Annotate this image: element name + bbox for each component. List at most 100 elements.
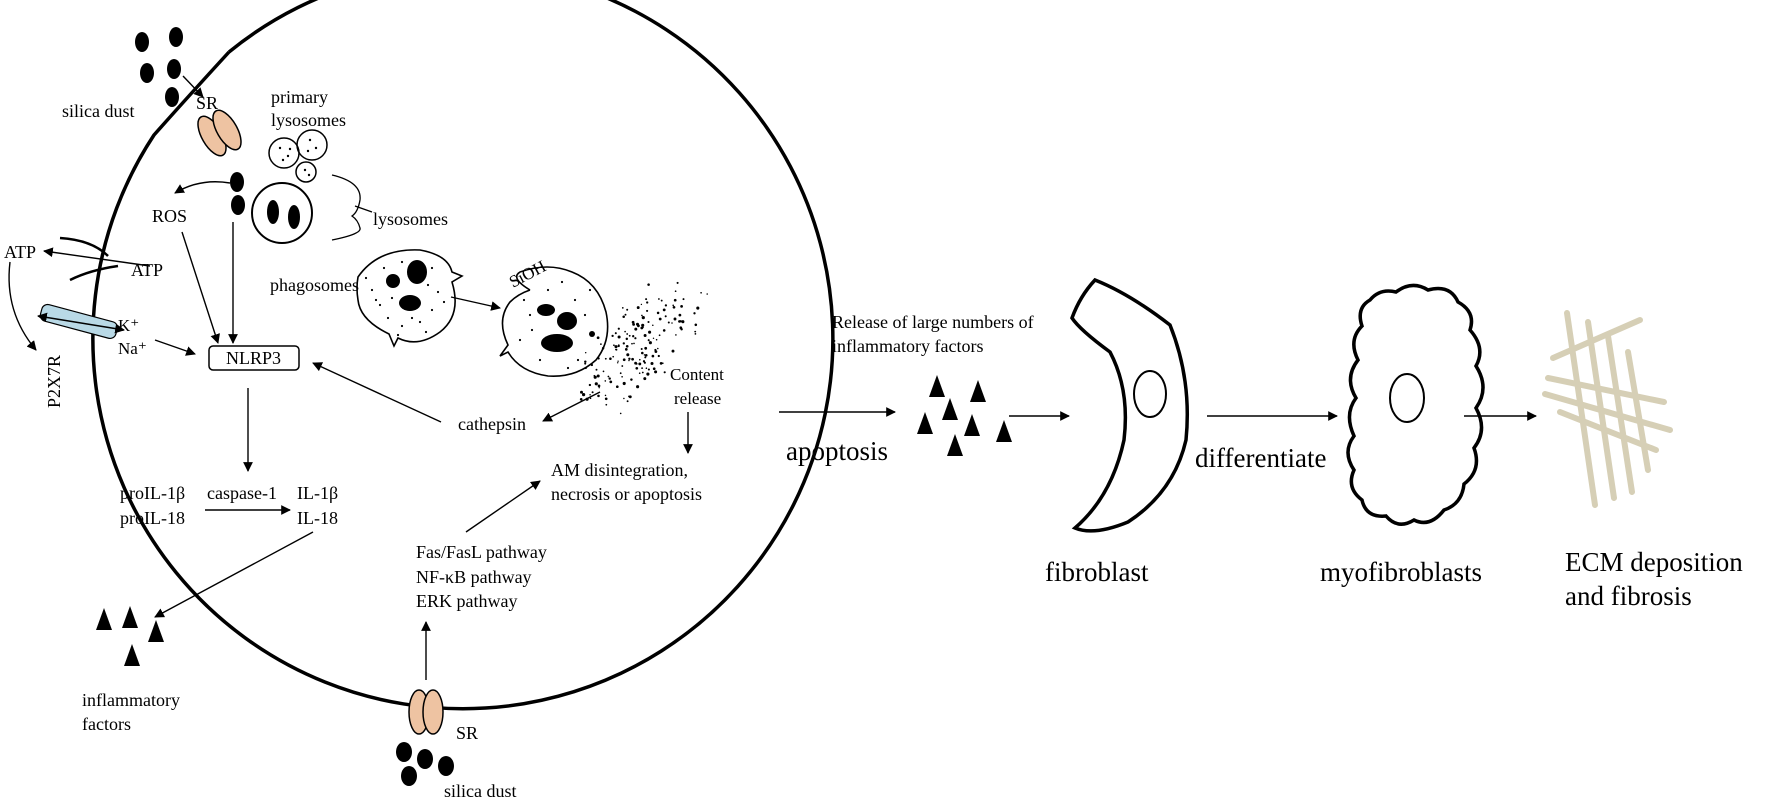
speckle-dot [604,357,607,360]
speckle-dot [623,397,625,400]
speckle-dot [646,372,650,376]
speckle-dot [584,362,587,365]
speckle-dot [634,361,637,365]
speckle-dot [597,357,600,360]
speckle-dot [647,283,650,286]
speckle-dot [596,336,600,340]
speckle-dot [682,298,685,301]
sr-top-label: SR [196,93,218,113]
speckle-dot [655,338,658,341]
speckle-dot [589,397,592,400]
speckle-dot [634,327,638,331]
speckle-dot [628,357,631,360]
primary-lysosomes-label-2: lysosomes [271,110,346,130]
speckle-dot [676,281,679,284]
phagosome-1 [356,249,464,348]
inflammatory-factors-label-1: inflammatory [82,690,180,710]
speckle-dot [657,354,660,358]
speckle-dot [612,355,615,358]
speckle-dot [617,344,620,346]
speckle-dot [584,351,587,354]
speckle-dot [640,347,643,351]
speckle-dot [694,333,697,335]
speckle-dot [639,358,641,361]
differentiate-label: differentiate [1195,443,1326,473]
speckle-dot [594,382,598,386]
speckle-dot [636,306,640,310]
speckle-dot [621,365,624,367]
speckle-dot [660,299,663,302]
speckle-dot [659,362,663,365]
speckle-dot [667,321,670,324]
cell-membrane [91,0,835,711]
silica-dust-particles-top [135,27,183,107]
speckle-dot [622,342,625,345]
speckle-dot [643,361,646,364]
speckle-dot [647,339,650,342]
speckle-dot [638,362,642,366]
phagosome-rupturing [499,266,609,377]
p2x7r-channel [39,303,118,340]
speckle-dot [622,358,626,362]
speckle-dot [644,346,648,350]
speckle-dot [706,293,708,295]
scavenger-receptor-top [197,109,242,157]
proil18-label: proIL-18 [120,508,185,528]
fibroblast-label: fibroblast [1045,557,1149,587]
speckle-dot [615,385,619,389]
speckle-dot [674,317,676,320]
speckle-dot [640,303,643,306]
speckle-dot [624,330,626,333]
sioh-label: SiOH [506,257,549,292]
speckle-dot [624,313,627,316]
speckle-dot [579,397,583,401]
content-release-label-2: release [674,389,721,408]
speckle-dot [584,367,587,370]
speckle-dot [645,298,648,301]
k-ion-label: K⁺ [118,316,139,335]
silica-dust-top-label: silica dust [62,101,135,121]
speckle-dot [648,330,652,334]
speckle-dot [605,403,608,406]
speckle-dot [626,308,629,311]
nlrp3-label: NLRP3 [226,348,281,368]
speckle-dot [614,345,618,349]
apoptosis-label: apoptosis [786,436,888,466]
speckle-dot [590,363,594,367]
ecm-label-1: ECM deposition [1565,547,1743,577]
speckle-dot [584,360,587,363]
am-outcome-label-2: necrosis or apoptosis [551,484,702,504]
erk-pathway-label: ERK pathway [416,591,517,611]
myofibroblasts-label: myofibroblasts [1320,557,1482,587]
speckle-dot [694,330,697,333]
pannexin-channel-upper [59,236,109,257]
speckle-dot [641,323,645,327]
speckle-dot [611,334,614,338]
speckle-dot [645,367,648,369]
primary-lysosome-vesicles [268,129,328,183]
speckle-dot [631,357,634,361]
atp-out-label: ATP [4,242,36,262]
inflammatory-factors-triangles-right [917,375,1012,456]
speckle-dot [631,320,635,324]
speckle-dot [635,366,639,370]
release-label-2: inflammatory factors [832,336,983,356]
speckle-dot [636,324,640,328]
sr-bottom-label: SR [456,723,478,743]
lysosomes-label: lysosomes [373,209,448,229]
speckle-dot [604,394,607,397]
na-ion-label: Na⁺ [118,339,147,358]
speckle-dot [672,304,675,307]
speckle-dot [633,342,635,345]
content-release-speckles [579,281,708,415]
speckle-dot [663,371,666,374]
speckle-dot [641,351,644,355]
ecm-fibers [1542,310,1673,508]
speckle-dot [632,323,635,326]
speckle-dot [647,368,650,371]
speckle-dot [601,347,605,350]
speckle-dot [608,377,611,380]
speckle-dot [625,344,629,348]
speckle-dot [641,314,643,317]
